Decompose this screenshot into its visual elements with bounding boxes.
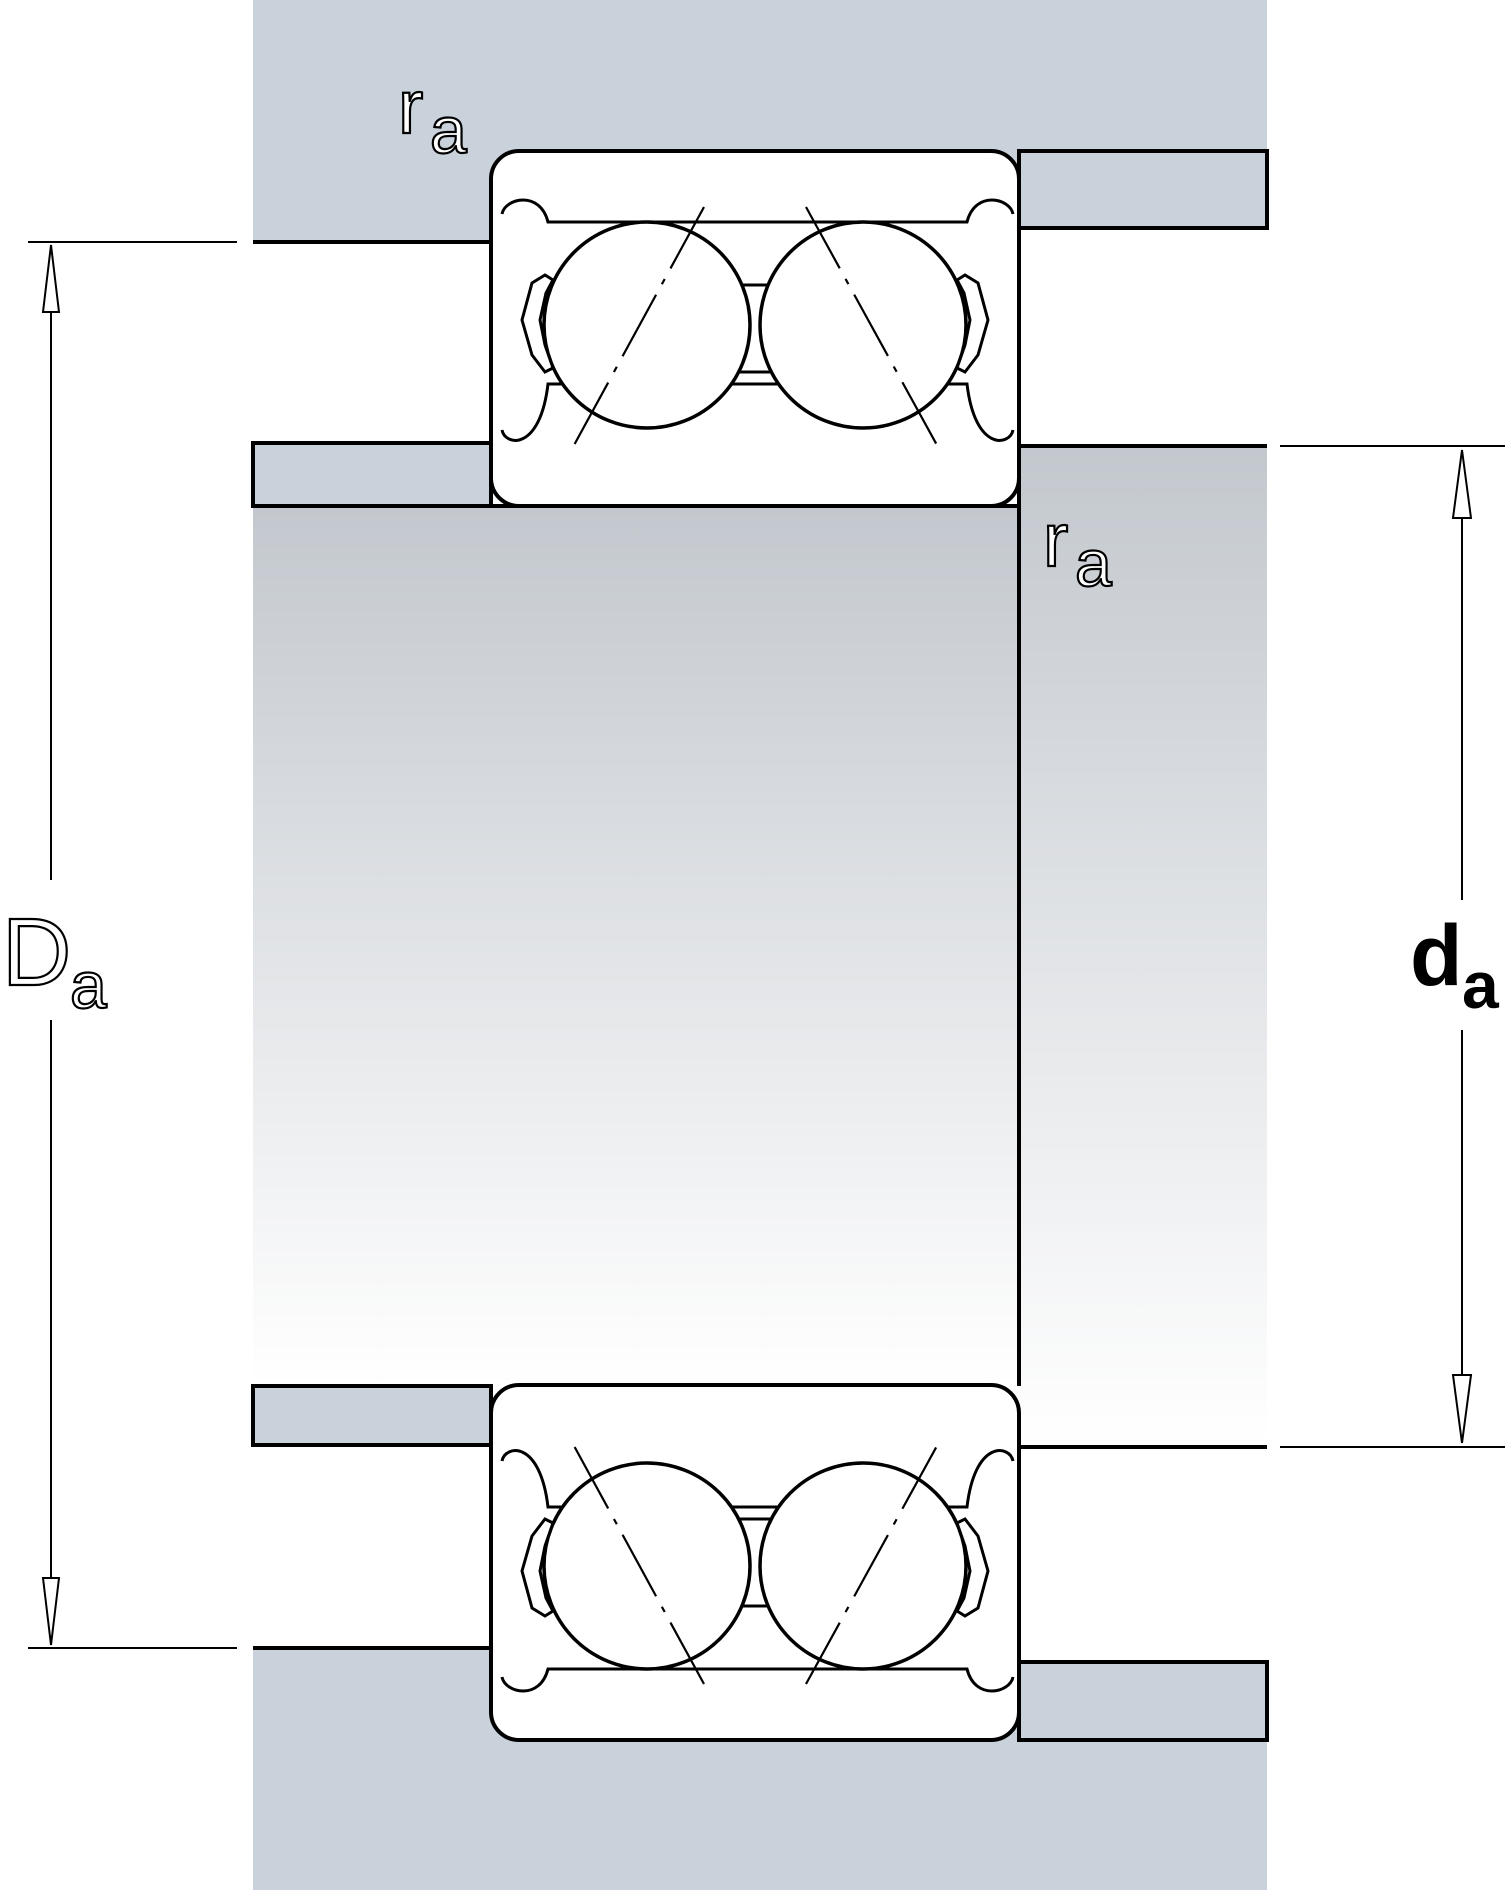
bearing-section-bottom bbox=[489, 1383, 1021, 1742]
label-Da: D a bbox=[1, 898, 108, 1023]
svg-text:a: a bbox=[70, 948, 107, 1022]
svg-text:D: D bbox=[2, 899, 71, 1006]
spacer-bottom-right bbox=[1017, 1660, 1269, 1742]
spacer-top-left bbox=[251, 441, 493, 508]
svg-text:r: r bbox=[398, 65, 423, 150]
svg-text:a: a bbox=[1462, 948, 1500, 1022]
svg-text:d: d bbox=[1410, 908, 1463, 1004]
svg-text:a: a bbox=[1075, 526, 1112, 600]
label-da: d a bbox=[1410, 908, 1501, 1023]
spacer-bottom-left bbox=[251, 1384, 493, 1447]
shaft bbox=[253, 446, 1267, 1446]
svg-text:r: r bbox=[1043, 498, 1068, 583]
label-ra-top: r a bbox=[397, 64, 468, 168]
dimension-da bbox=[1280, 445, 1505, 1448]
spacer-top-right bbox=[1017, 149, 1269, 230]
housing-outlines bbox=[253, 240, 1267, 1650]
bearing-section-top bbox=[489, 149, 1021, 508]
dimension-Da bbox=[28, 241, 237, 1649]
label-ra-middle: r a bbox=[1042, 497, 1113, 601]
svg-text:a: a bbox=[430, 93, 467, 167]
